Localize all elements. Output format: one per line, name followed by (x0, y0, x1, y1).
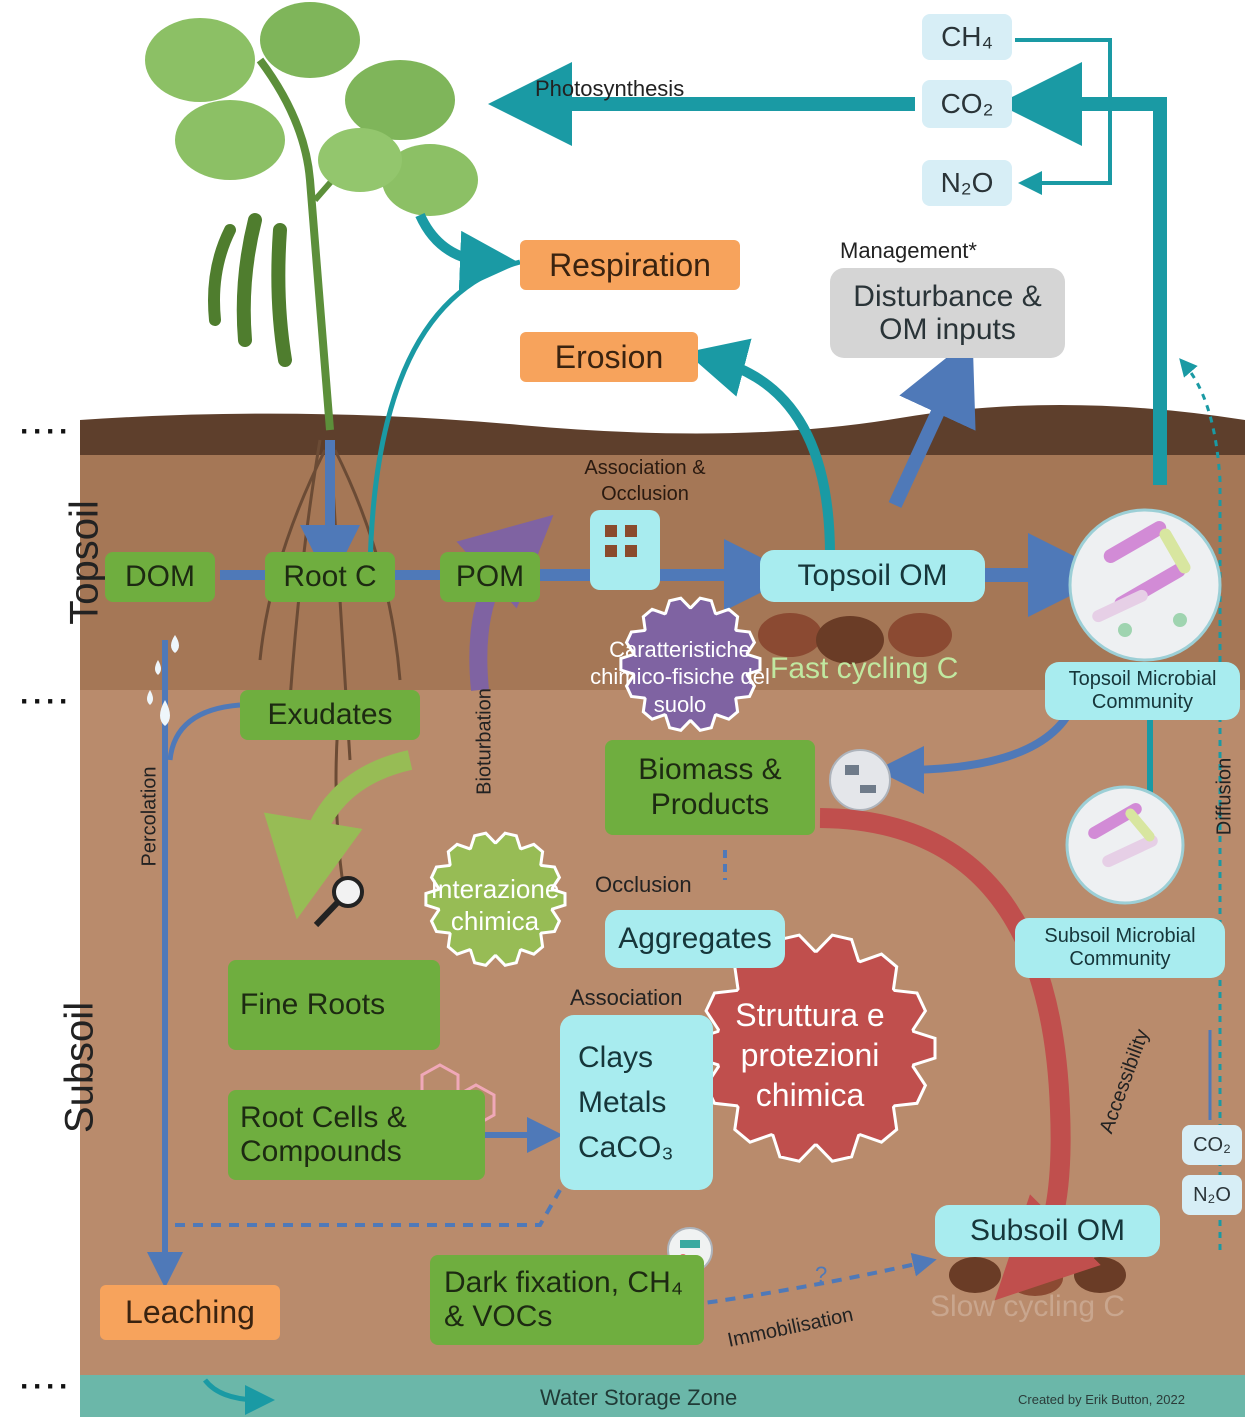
dark-fixation-box: Dark fixation, CH₄ & VOCs (430, 1255, 704, 1345)
question-mark: ? (815, 1262, 827, 1288)
gear-red-label: Struttura e protezioni chimica (705, 990, 915, 1120)
co2-box: CO₂ (922, 80, 1012, 128)
co2-small-box: CO₂ (1182, 1125, 1242, 1165)
occlusion-label: Occlusion (595, 872, 692, 898)
topsoil-om-box: Topsoil OM (760, 550, 985, 602)
root-c-box: Root C (265, 552, 395, 602)
subsoil-layer-label: Subsoil (58, 988, 103, 1148)
topsoil-boundary-marker: ···· (20, 415, 72, 449)
disturbance-box: Disturbance & OM inputs (830, 268, 1065, 358)
slow-cycling-label: Slow cycling C (930, 1290, 1125, 1324)
topsoil-microbial-illustration (1070, 510, 1220, 660)
subsoil-om-box: Subsoil OM (935, 1205, 1160, 1257)
credit-label: Created by Erik Button, 2022 (1018, 1392, 1185, 1407)
diffusion-label: Diffusion (1214, 742, 1237, 852)
topsoil-microbial-box: Topsoil Microbial Community (1045, 662, 1240, 720)
biomass-particles-illustration (830, 750, 890, 810)
fast-cycling-label: Fast cycling C (770, 652, 958, 686)
subsoil-boundary-marker: ···· (20, 685, 72, 719)
management-label: Management* (840, 238, 977, 264)
soil-surface (80, 405, 1245, 455)
n2o-small-box: N₂O (1182, 1175, 1242, 1215)
aggregates-box: Aggregates (605, 910, 785, 968)
gear-purple-label: Caratteristiche chimico-fisiche del suol… (590, 612, 770, 742)
biomass-products-box: Biomass & Products (605, 740, 815, 835)
gas-bracket (1015, 40, 1110, 183)
gear-green-label: Interazione chimica (425, 840, 565, 970)
respiration-arrow (420, 215, 490, 262)
water-storage-label: Water Storage Zone (540, 1385, 737, 1411)
percolation-label: Percolation (139, 752, 162, 882)
respiration-box: Respiration (520, 240, 740, 290)
clays-metals-box: Clays Metals CaCO₃ (560, 1015, 713, 1190)
photosynthesis-label: Photosynthesis (535, 76, 684, 102)
bioturbation-label: Bioturbation (474, 672, 497, 812)
root-cells-box: Root Cells & Compounds (228, 1090, 485, 1180)
exudates-box: Exudates (240, 690, 420, 740)
association-label: Association (570, 985, 683, 1011)
n2o-box: N₂O (922, 160, 1012, 206)
subsoil-microbial-box: Subsoil Microbial Community (1015, 918, 1225, 978)
erosion-box: Erosion (520, 332, 698, 382)
ch4-box: CH₄ (922, 14, 1012, 60)
pom-box: POM (440, 552, 540, 602)
subsoil-microbial-illustration (1067, 787, 1183, 903)
association-particles-illustration (590, 510, 660, 590)
dom-box: DOM (105, 552, 215, 602)
topsoil-layer-label: Topsoil (63, 493, 108, 633)
association-occlusion-label: Association & Occlusion (560, 455, 730, 507)
fine-roots-box: Fine Roots (228, 960, 440, 1050)
leaching-box: Leaching (100, 1285, 280, 1340)
water-boundary-marker: ···· (20, 1370, 72, 1404)
